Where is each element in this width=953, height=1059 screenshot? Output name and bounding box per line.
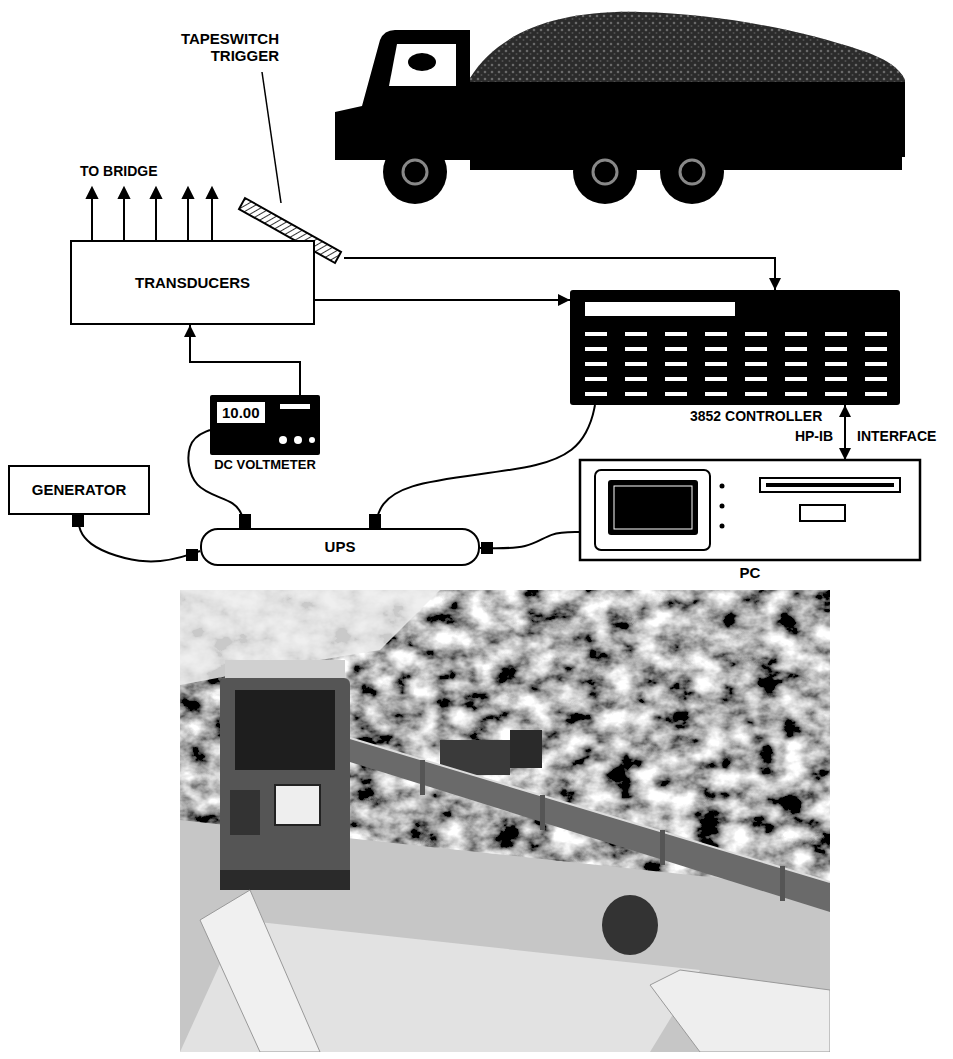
site-photo — [650, 970, 830, 1052]
dump-truck — [660, 140, 724, 204]
pc-unit — [720, 484, 725, 489]
dump-truck — [593, 160, 617, 184]
voltmeter: 10.00DC VOLTMETER — [210, 395, 320, 455]
leader-line — [262, 72, 281, 203]
site-photo — [420, 760, 425, 795]
site-photo — [180, 590, 830, 890]
bridge-arrows — [183, 188, 193, 198]
voltmeter — [210, 395, 320, 455]
box-label: GENERATOR — [32, 481, 126, 498]
voltmeter — [280, 404, 310, 409]
site-photo — [180, 590, 830, 1052]
bridge-arrows — [211, 196, 213, 240]
site-photo — [602, 895, 658, 955]
edge-label: HP-IB — [793, 428, 835, 444]
meter-reading: 10.00 — [217, 402, 265, 423]
site-photo — [780, 866, 785, 901]
signal-arrow — [190, 325, 300, 395]
voltmeter — [309, 437, 315, 443]
controller-unit: 3852 CONTROLLER — [570, 290, 900, 405]
site-photo — [510, 730, 542, 768]
power-cable — [188, 430, 245, 528]
bridge-arrows — [155, 196, 157, 240]
bridge-arrows — [207, 188, 217, 198]
pc-unit: PC — [580, 460, 920, 560]
bridge-arrows — [187, 196, 189, 240]
pc-unit — [720, 504, 725, 509]
dump-truck — [335, 12, 905, 204]
site-photo — [350, 738, 830, 882]
pc-unit — [580, 460, 920, 560]
controller-unit — [570, 290, 900, 405]
site-photo — [180, 590, 440, 685]
power-cable — [480, 532, 580, 548]
device-label: DC VOLTMETER — [195, 458, 335, 473]
controller-unit — [585, 302, 735, 316]
dump-truck — [335, 30, 470, 160]
box-label: UPS — [325, 538, 356, 555]
pc-unit — [766, 483, 894, 487]
controller-unit — [570, 290, 900, 405]
dump-truck — [573, 140, 637, 204]
site-photo — [275, 785, 320, 825]
site-photo — [230, 790, 260, 835]
pc-unit — [580, 460, 920, 560]
ups-box: UPS — [200, 528, 480, 566]
dump-truck — [470, 12, 905, 92]
pc-unit — [595, 470, 710, 550]
pc-unit — [800, 505, 845, 521]
controller-unit — [585, 332, 895, 396]
dump-truck — [470, 12, 905, 92]
bridge-arrows — [91, 196, 93, 240]
site-photo — [235, 690, 335, 770]
voltmeter — [279, 436, 287, 444]
site-photo — [200, 890, 320, 1052]
generator-box: GENERATOR — [8, 465, 150, 515]
device-label: TAPESWITCH TRIGGER — [149, 30, 279, 65]
site-photo — [660, 830, 665, 865]
pc-unit — [720, 524, 725, 529]
site-photo — [350, 738, 830, 912]
site-photo — [220, 678, 350, 890]
site-photo — [540, 795, 545, 830]
pc-unit — [614, 486, 692, 529]
site-photo — [180, 590, 830, 1052]
bridge-arrows — [119, 188, 129, 198]
bridge-note: TO BRIDGE — [78, 163, 160, 179]
power-cable — [78, 515, 200, 561]
dump-truck — [403, 160, 427, 184]
voltmeter — [210, 395, 320, 455]
box-label: TRANSDUCERS — [135, 274, 250, 291]
device-label: PC — [580, 564, 920, 581]
transducer-box: TRANSDUCERS — [70, 240, 315, 325]
dump-truck — [383, 140, 447, 204]
device-label: 3852 CONTROLLER — [690, 408, 822, 424]
bridge-arrows — [151, 188, 161, 198]
interface-note: INTERFACE — [855, 428, 938, 444]
voltmeter — [294, 436, 302, 444]
signal-arrow — [844, 405, 846, 460]
site-photo — [220, 870, 350, 890]
bridge-arrows — [123, 196, 125, 240]
bridge-arrows — [87, 188, 217, 240]
dump-truck — [680, 160, 704, 184]
dump-truck — [389, 44, 456, 86]
site-photo — [180, 590, 830, 1052]
bridge-arrows — [87, 188, 97, 198]
pc-unit — [760, 478, 900, 492]
power-cable — [375, 405, 595, 528]
signal-arrow — [315, 299, 570, 301]
signal-arrow — [344, 258, 775, 290]
pc-unit — [608, 480, 698, 535]
dump-truck — [408, 53, 436, 71]
